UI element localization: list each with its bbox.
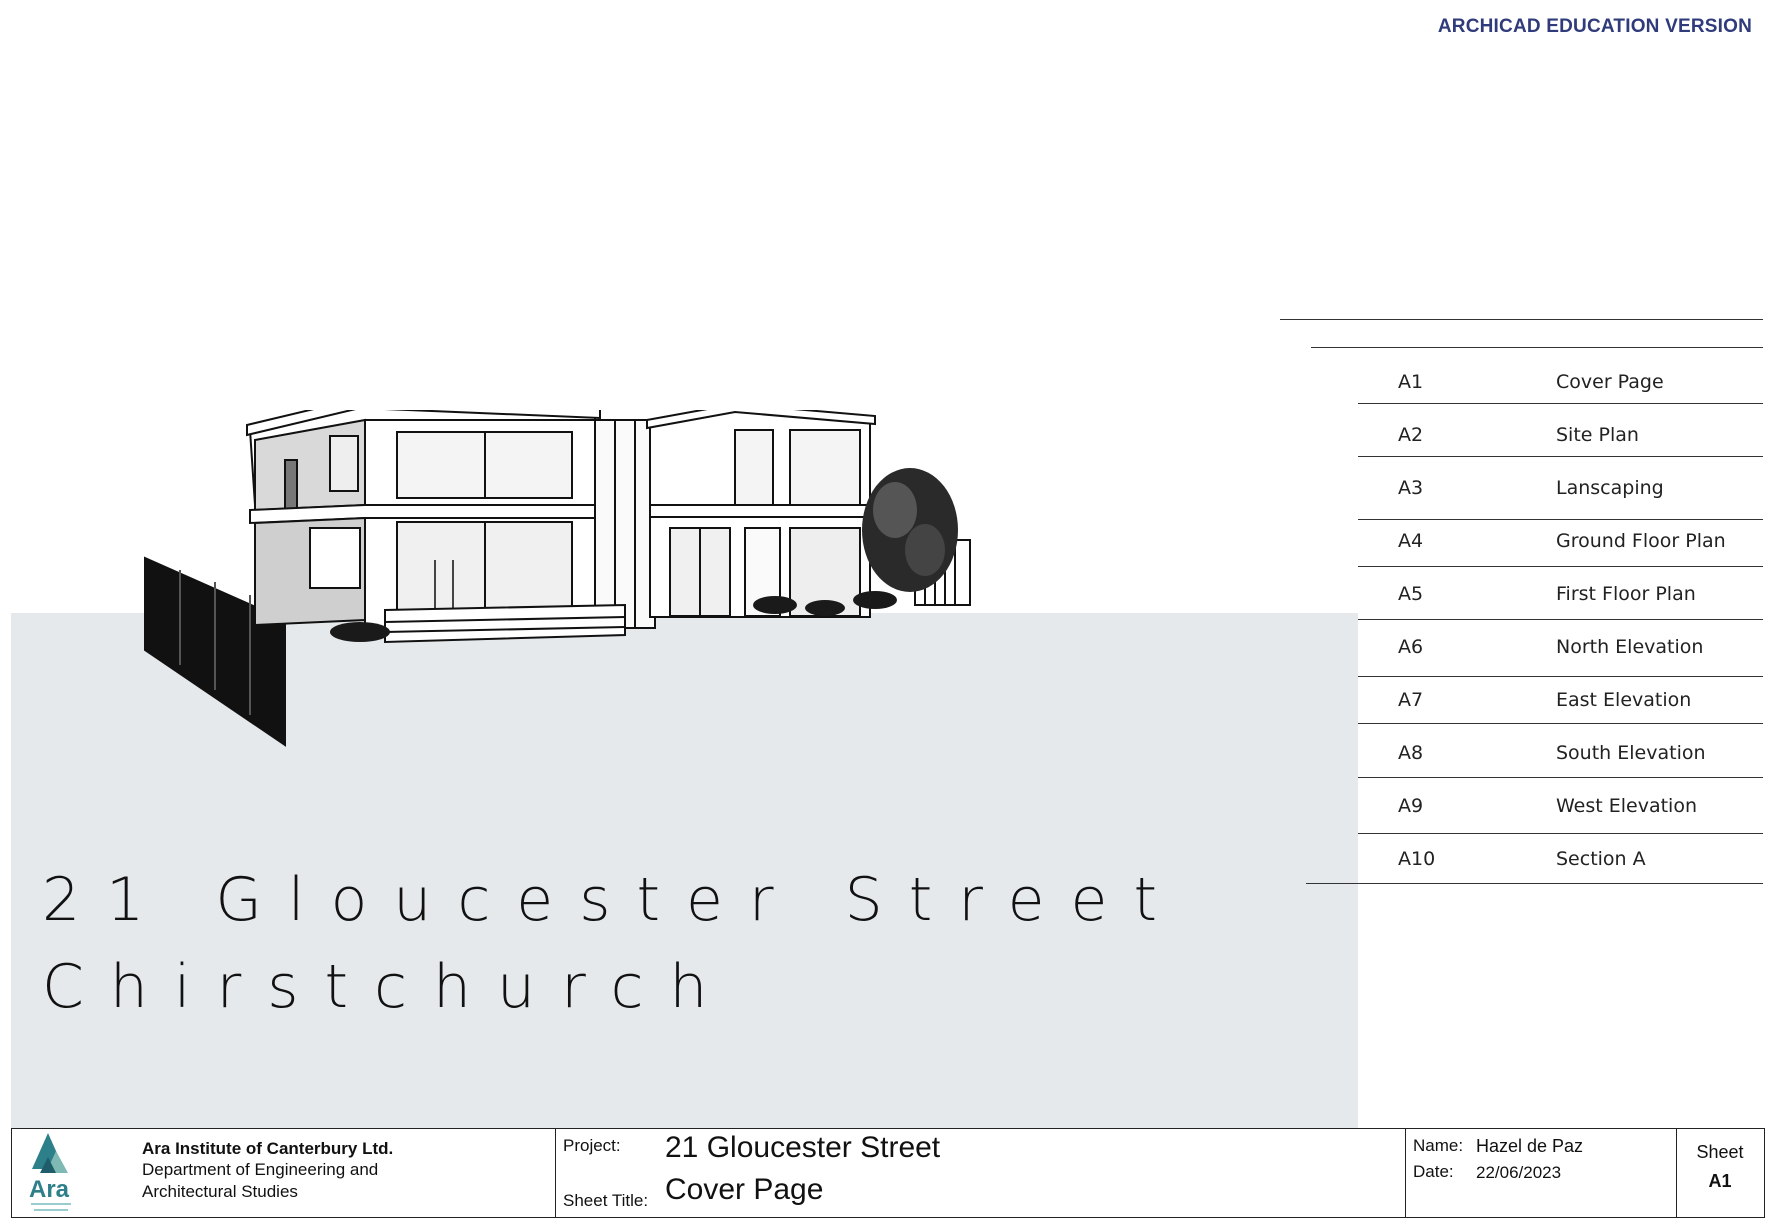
sheet-name: Section A — [1556, 848, 1646, 870]
sheet-index-row: A8 South Elevation — [1358, 726, 1763, 778]
sheet-index-row: A9 West Elevation — [1358, 779, 1763, 831]
sheet-code: A10 — [1398, 848, 1436, 870]
name-label: Name: — [1413, 1136, 1464, 1155]
sheet-index-row: A2 Site Plan — [1358, 408, 1763, 460]
department-line-1: Department of Engineering and — [142, 1160, 379, 1179]
sheet-code: A9 — [1398, 795, 1424, 817]
sheet-code: A4 — [1398, 530, 1424, 552]
sheet-index-row: A5 First Floor Plan — [1358, 567, 1763, 619]
project-value: 21 Gloucester Street — [665, 1131, 941, 1164]
sheet-name: East Elevation — [1556, 689, 1692, 711]
sheet-label: Sheet — [1696, 1142, 1744, 1162]
sheet-title-label: Sheet Title: — [563, 1191, 649, 1210]
date-label: Date: — [1413, 1162, 1454, 1181]
house-rendering-image — [144, 410, 971, 747]
department-line-2: Architectural Studies — [142, 1182, 298, 1201]
date-value: 22/06/2023 — [1476, 1163, 1562, 1182]
archicad-watermark: ARCHICAD EDUCATION VERSION — [1437, 16, 1752, 37]
table-divider — [1358, 566, 1763, 567]
table-divider — [1358, 723, 1763, 724]
table-divider — [1358, 456, 1763, 457]
ara-logo-icon: Ara — [29, 1133, 71, 1211]
sheet-name: South Elevation — [1556, 742, 1706, 764]
sheet-index-row: A6 North Elevation — [1358, 620, 1763, 672]
sheet-code: A5 — [1398, 583, 1424, 605]
title-block: Ara Ara Institute of Canterbury Ltd. Dep… — [11, 1128, 1765, 1218]
sheet-number-cell: Sheet A1 — [1676, 1129, 1764, 1217]
sheet-name: Ground Floor Plan — [1556, 530, 1726, 552]
table-divider — [1358, 676, 1763, 677]
table-divider — [1358, 777, 1763, 778]
sheet-index-row: A1 Cover Page — [1358, 355, 1763, 407]
institution-cell: Ara Ara Institute of Canterbury Ltd. Dep… — [12, 1129, 556, 1217]
sheet-name: North Elevation — [1556, 636, 1704, 658]
sheet-name: First Floor Plan — [1556, 583, 1696, 605]
table-divider — [1306, 883, 1763, 884]
sheet-code: A6 — [1398, 636, 1424, 658]
sheet-code: A2 — [1398, 424, 1424, 446]
sheet-code: A1 — [1398, 371, 1424, 393]
sheet-code: A7 — [1398, 689, 1424, 711]
sheet-index-row: A3 Lanscaping — [1358, 461, 1763, 513]
sheet-name: West Elevation — [1556, 795, 1698, 817]
name-value: Hazel de Paz — [1476, 1136, 1584, 1156]
sheet-name: Site Plan — [1556, 424, 1639, 446]
table-divider — [1358, 833, 1763, 834]
project-label: Project: — [563, 1136, 621, 1155]
project-title-line-1: 21 Gloucester Street — [42, 865, 1183, 935]
sheet-title-value: Cover Page — [665, 1173, 824, 1206]
table-divider — [1358, 619, 1763, 620]
table-divider — [1280, 319, 1763, 320]
project-cell: Project: 21 Gloucester Street Sheet Titl… — [555, 1129, 1406, 1217]
sheet-name: Cover Page — [1556, 371, 1664, 393]
sheet-code: A8 — [1398, 742, 1424, 764]
project-title-line-2: Chirstchurch — [42, 952, 734, 1022]
sheet-index-row: A10 Section A — [1358, 832, 1763, 884]
table-divider — [1358, 403, 1763, 404]
author-cell: Name: Hazel de Paz Date: 22/06/2023 — [1405, 1129, 1677, 1217]
sheet-index-row: A7 East Elevation — [1358, 673, 1763, 725]
sheet-number: A1 — [1708, 1171, 1732, 1191]
sheet-code: A3 — [1398, 477, 1424, 499]
table-divider — [1311, 347, 1763, 348]
sheet-name: Lanscaping — [1556, 477, 1664, 499]
table-divider — [1358, 519, 1763, 520]
svg-text:Ara: Ara — [29, 1176, 70, 1203]
institution-name: Ara Institute of Canterbury Ltd. — [142, 1139, 394, 1158]
sheet-index-row: A4 Ground Floor Plan — [1358, 514, 1763, 566]
